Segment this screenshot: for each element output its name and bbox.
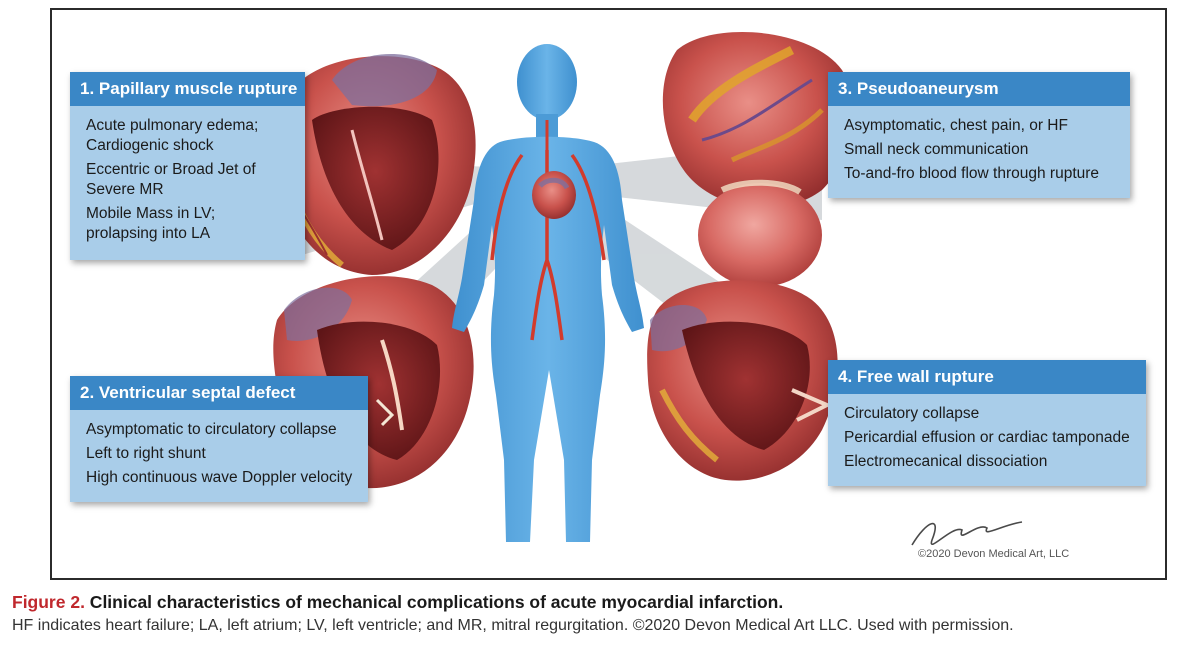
- figure-caption: Figure 2. Clinical characteristics of me…: [12, 591, 1192, 637]
- box-item: Circulatory collapse: [844, 405, 980, 422]
- box-item: Electromecanical dissociation: [844, 453, 1048, 470]
- box-item: Pericardial effusion or cardiac tamponad…: [844, 429, 1130, 446]
- box-item: Asymptomatic to circulatory collapse: [86, 421, 337, 438]
- box-body: Circulatory collapse Pericardial effusio…: [828, 394, 1146, 484]
- heart-papillary-illustration: [279, 53, 476, 276]
- human-figure-illustration: [452, 44, 644, 542]
- box-item: Asymptomatic, chest pain, or HF: [844, 117, 1068, 134]
- figure-panel: 1. Papillary muscle rupture Acute pulmon…: [50, 8, 1167, 580]
- box-title: 1. Papillary muscle rupture: [70, 72, 305, 106]
- box-title: 4. Free wall rupture: [828, 360, 1146, 394]
- box-item: Left to right shunt: [86, 445, 206, 462]
- caption-title: Clinical characteristics of mechanical c…: [84, 592, 784, 612]
- box-item: Acute pulmonary edema; Cardiogenic shock: [86, 117, 259, 154]
- copyright-mark: ©2020 Devon Medical Art, LLC: [918, 548, 1070, 560]
- box-item: Small neck communication: [844, 141, 1029, 158]
- complication-box-ventricular-septal-defect: 2. Ventricular septal defect Asymptomati…: [70, 376, 368, 502]
- caption-note: HF indicates heart failure; LA, left atr…: [12, 617, 1014, 634]
- box-item: Mobile Mass in LV; prolapsing into LA: [86, 205, 216, 242]
- box-body: Asymptomatic, chest pain, or HF Small ne…: [828, 106, 1130, 196]
- box-title: 2. Ventricular septal defect: [70, 376, 368, 410]
- box-title: 3. Pseudoaneurysm: [828, 72, 1130, 106]
- caption-title-line: Figure 2. Clinical characteristics of me…: [12, 591, 1192, 613]
- box-item: Eccentric or Broad Jet of Severe MR: [86, 161, 256, 198]
- heart-free-wall-rupture-illustration: [647, 280, 838, 481]
- complication-box-papillary-muscle-rupture: 1. Papillary muscle rupture Acute pulmon…: [70, 72, 305, 260]
- box-item: High continuous wave Doppler velocity: [86, 469, 353, 486]
- artist-signature: [911, 521, 1023, 546]
- figure-label: Figure 2.: [12, 592, 85, 612]
- box-body: Acute pulmonary edema; Cardiogenic shock…: [70, 106, 305, 256]
- complication-box-free-wall-rupture: 4. Free wall rupture Circulatory collaps…: [828, 360, 1146, 486]
- box-item: To-and-fro blood flow through rupture: [844, 165, 1100, 182]
- complication-box-pseudoaneurysm: 3. Pseudoaneurysm Asymptomatic, chest pa…: [828, 72, 1130, 198]
- illustration: [273, 31, 1023, 546]
- box-body: Asymptomatic to circulatory collapse Lef…: [70, 410, 368, 500]
- heart-pseudoaneurysm-illustration: [662, 31, 854, 287]
